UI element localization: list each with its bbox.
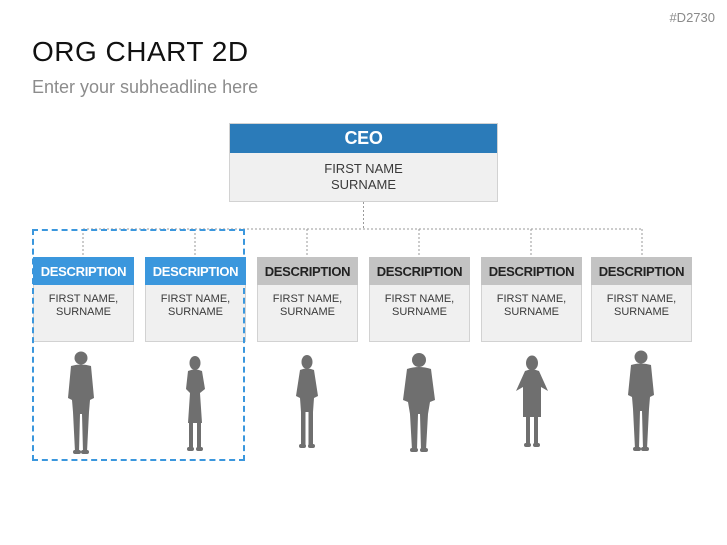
member-name: FIRST NAME, SURNAME [146, 285, 245, 319]
member-box-1[interactable]: DESCRIPTION FIRST NAME, SURNAME [33, 257, 134, 342]
member-surname: SURNAME [279, 306, 335, 318]
member-name: FIRST NAME, SURNAME [258, 285, 357, 319]
ceo-surname: SURNAME [330, 177, 396, 192]
member-box-4[interactable]: DESCRIPTION FIRST NAME, SURNAME [369, 257, 470, 342]
member-header: DESCRIPTION [145, 257, 246, 285]
member-box-2[interactable]: DESCRIPTION FIRST NAME, SURNAME [145, 257, 246, 342]
slide-title[interactable]: ORG CHART 2D [32, 36, 249, 67]
member-first-name: FIRST NAME, [160, 293, 231, 305]
member-surname: SURNAME [55, 306, 111, 318]
member-name: FIRST NAME, SURNAME [482, 285, 581, 319]
member-first-name: FIRST NAME, [272, 293, 343, 305]
person-woman-icon [186, 356, 205, 451]
member-box-6[interactable]: DESCRIPTION FIRST NAME, SURNAME [591, 257, 692, 342]
member-surname: SURNAME [391, 306, 447, 318]
member-first-name: FIRST NAME, [496, 293, 567, 305]
member-first-name: FIRST NAME, [606, 293, 677, 305]
member-name: FIRST NAME, SURNAME [370, 285, 469, 319]
member-header: DESCRIPTION [33, 257, 134, 285]
person-man-icon [628, 350, 654, 451]
ceo-header: CEO [230, 124, 497, 153]
member-box-5[interactable]: DESCRIPTION FIRST NAME, SURNAME [481, 257, 582, 342]
slide-code: #D2730 [669, 10, 715, 25]
member-surname: SURNAME [503, 306, 559, 318]
member-surname: SURNAME [167, 306, 223, 318]
member-header: DESCRIPTION [481, 257, 582, 285]
person-man-icon [403, 353, 435, 452]
member-header: DESCRIPTION [591, 257, 692, 285]
ceo-name: FIRST NAME SURNAME [230, 153, 497, 193]
person-woman-icon [516, 355, 548, 447]
person-woman-icon [296, 355, 318, 448]
ceo-box[interactable]: CEO FIRST NAME SURNAME [229, 123, 498, 202]
member-first-name: FIRST NAME, [48, 293, 119, 305]
member-name: FIRST NAME, SURNAME [592, 285, 691, 319]
member-surname: SURNAME [613, 306, 669, 318]
person-man-icon [68, 351, 94, 454]
selection-outline[interactable] [32, 229, 245, 461]
ceo-first-name: FIRST NAME [324, 161, 403, 176]
member-header: DESCRIPTION [257, 257, 358, 285]
member-header: DESCRIPTION [369, 257, 470, 285]
member-name: FIRST NAME, SURNAME [34, 285, 133, 319]
member-box-3[interactable]: DESCRIPTION FIRST NAME, SURNAME [257, 257, 358, 342]
member-first-name: FIRST NAME, [384, 293, 455, 305]
slide-subtitle[interactable]: Enter your subheadline here [32, 77, 259, 97]
